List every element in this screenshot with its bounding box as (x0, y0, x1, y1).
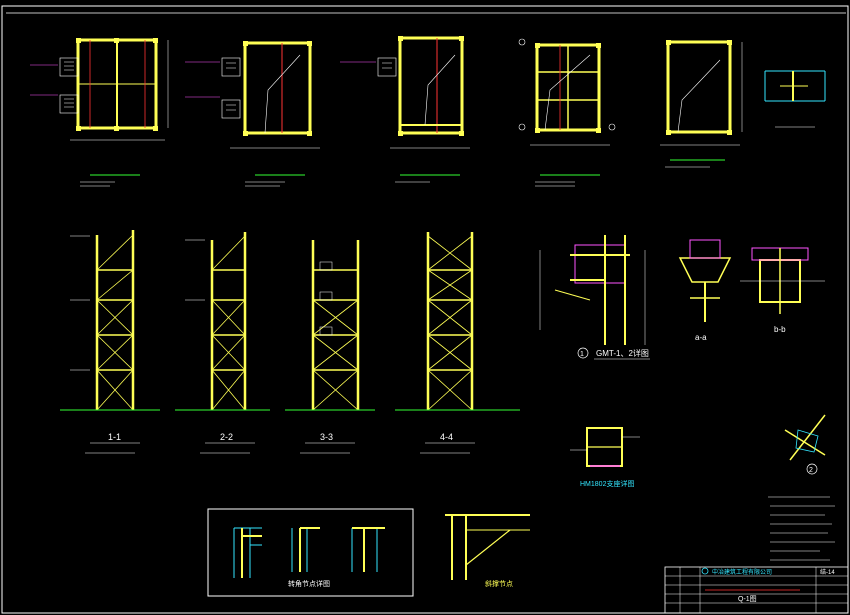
section-label-3: 3-3 (320, 432, 333, 442)
hm-support-detail: HM1802支座详图 (570, 427, 640, 488)
beam-node-detail (764, 70, 826, 128)
detail-circle-1 (577, 347, 589, 359)
aa-label: a-a (695, 333, 707, 342)
cross-brace-node: 2 (784, 414, 826, 475)
detail-circle-2 (806, 463, 818, 475)
elevation-4-4: 4-4 (395, 232, 520, 454)
brace-node-detail: 斜撑节点 (445, 514, 530, 588)
elevation-1-1: 1-1 (60, 230, 160, 454)
plan-view-4 (518, 38, 616, 187)
sheet-number: 结-14 (820, 568, 835, 576)
gmt-detail-label: GMT-1、2详图 (596, 348, 649, 358)
company-logo-icon (701, 567, 709, 575)
gmt-detail: 1 GMT-1、2详图 (539, 235, 650, 360)
drawing-name: Q-1图 (738, 595, 757, 603)
plan-view-5 (660, 40, 743, 168)
section-label-1: 1-1 (108, 432, 121, 442)
general-notes (768, 496, 835, 561)
aa-detail: a-a (678, 239, 732, 342)
title-block: 中冶建筑工程有限公司 Q-1图 结-14 (664, 566, 849, 614)
corner-joint-detail: 转角节点详图 (207, 508, 414, 597)
section-label-4: 4-4 (440, 432, 453, 442)
bb-detail: b-b (740, 247, 825, 334)
plan-view-3 (340, 36, 470, 183)
elevation-3-3: 3-3 (285, 240, 375, 454)
section-label-2: 2-2 (220, 432, 233, 442)
brace-node-label: 斜撑节点 (485, 579, 513, 588)
elevation-2-2: 2-2 (175, 232, 270, 454)
company-name: 中冶建筑工程有限公司 (712, 568, 772, 576)
corner-joint-label: 转角节点详图 (288, 579, 330, 588)
outer-frame (1, 5, 849, 614)
circle-2-label: 2 (809, 467, 813, 474)
plan-view-2 (185, 41, 320, 187)
circle-1-label: 1 (580, 351, 584, 358)
hm-label: HM1802支座详图 (580, 479, 634, 488)
bb-label: b-b (774, 325, 786, 334)
plan-view-1 (30, 38, 169, 187)
